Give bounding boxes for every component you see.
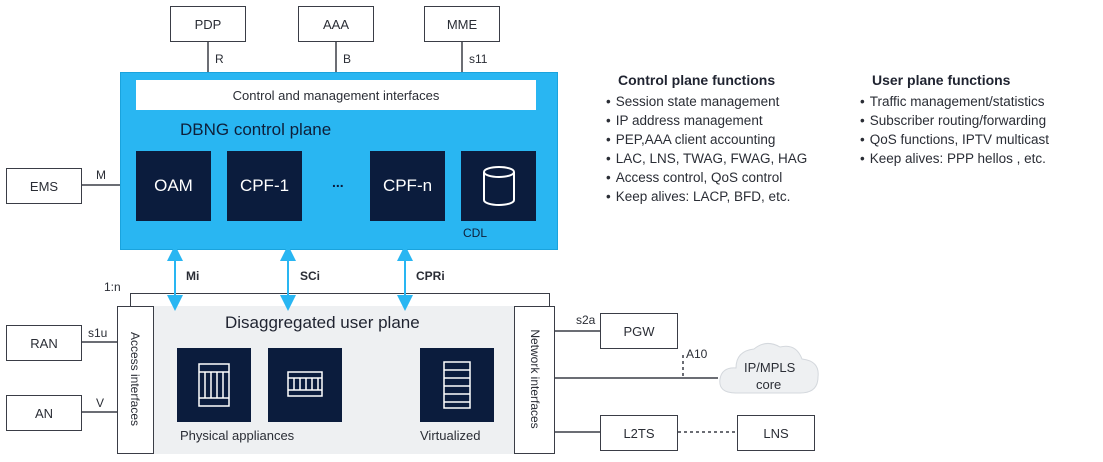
virtualized-tile — [420, 348, 494, 422]
list-item: IP address management — [606, 111, 807, 130]
list-item: PEP,AAA client accounting — [606, 130, 807, 149]
list-item: Subscriber routing/forwarding — [860, 111, 1049, 130]
list-item: Traffic management/statistics — [860, 92, 1049, 111]
management-interfaces-bar: Control and management interfaces — [136, 80, 536, 110]
list-item: Keep alives: PPP hellos , etc. — [860, 149, 1049, 168]
cdl-label: CDL — [463, 226, 488, 240]
a10-interface-label: A10 — [686, 347, 708, 361]
database-icon — [482, 166, 515, 206]
cdl-module — [461, 151, 536, 221]
user-plane-functions-title: User plane functions — [872, 72, 1011, 88]
list-item: Session state management — [606, 92, 807, 111]
lns-box: LNS — [737, 415, 815, 451]
cloud-label-line1: IP/MPLS — [744, 360, 796, 375]
s1u-interface-label: s1u — [88, 326, 108, 340]
cloud-icon — [719, 343, 819, 394]
physical-appliance-tile-1 — [177, 348, 251, 422]
list-item: Access control, QoS control — [606, 168, 807, 187]
switch-appliance-icon — [287, 371, 323, 397]
list-item: QoS functions, IPTV multicast — [860, 130, 1049, 149]
physical-appliances-label: Physical appliances — [180, 428, 295, 443]
virtualized-label: Virtualized — [420, 428, 481, 443]
virtual-server-icon — [443, 361, 471, 409]
sci-label: SCi — [300, 269, 321, 283]
ems-box: EMS — [6, 168, 82, 204]
cpf-n-module: CPF-n — [370, 151, 445, 221]
mi-label: Mi — [186, 269, 200, 283]
ratio-label: 1:n — [104, 280, 121, 294]
rack-server-icon — [198, 363, 230, 407]
an-box: AN — [6, 395, 82, 431]
ran-box: RAN — [6, 325, 82, 361]
m-interface-label: M — [96, 168, 106, 182]
physical-appliance-tile-2 — [268, 348, 342, 422]
pdp-box: PDP — [170, 6, 246, 42]
user-plane-functions-list: Traffic management/statistics Subscriber… — [860, 92, 1049, 168]
v-interface-label: V — [96, 396, 105, 410]
b-interface-label: B — [343, 52, 352, 66]
cpri-label: CPRi — [416, 269, 445, 283]
cloud-label-line2: core — [756, 377, 782, 392]
control-plane-title: DBNG control plane — [180, 120, 332, 139]
list-item: LAC, LNS, TWAG, FWAG, HAG — [606, 149, 808, 168]
cpf-1-module: CPF-1 — [227, 151, 302, 221]
aaa-box: AAA — [298, 6, 374, 42]
module-ellipsis: ... — [332, 174, 344, 190]
list-item: Keep alives: LACP, BFD, etc. — [606, 187, 807, 206]
r-interface-label: R — [215, 52, 224, 66]
s11-interface-label: s11 — [469, 52, 488, 66]
oam-module: OAM — [136, 151, 211, 221]
mme-box: MME — [424, 6, 500, 42]
l2ts-box: L2TS — [600, 415, 678, 451]
s2a-interface-label: s2a — [576, 313, 596, 327]
control-plane-functions-list: Session state management IP address mana… — [606, 92, 808, 206]
control-plane-functions-title: Control plane functions — [618, 72, 776, 88]
pgw-box: PGW — [600, 313, 678, 349]
user-plane-title: Disaggregated user plane — [225, 313, 420, 332]
